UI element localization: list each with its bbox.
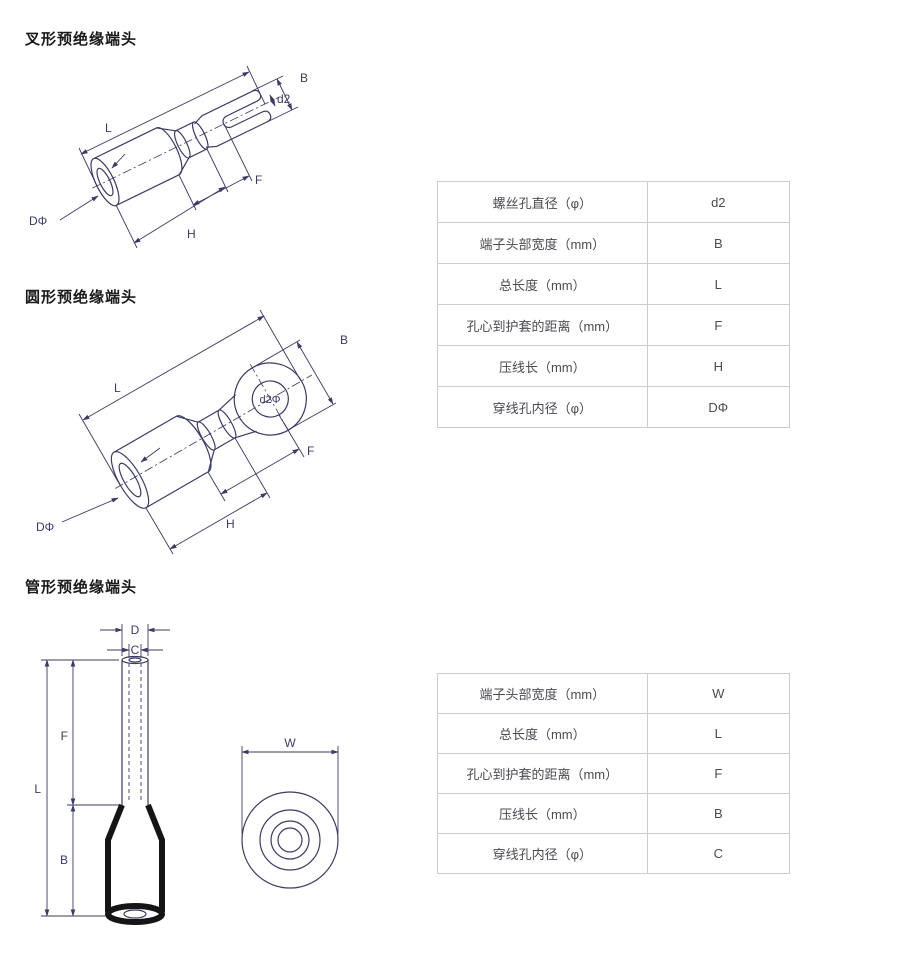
tube-terminal-drawing: D C L F B (34, 623, 339, 925)
ring-terminal-drawing: d2Φ L B F H (36, 309, 348, 555)
fork-label-B: B (300, 71, 308, 85)
fork-dimension-H: H (115, 148, 229, 249)
spec-label-cell: 孔心到护套的距离（mm） (437, 304, 648, 346)
tube-label-C: C (131, 643, 140, 657)
ring-dimension-H: H (145, 437, 271, 555)
tube-label-L: L (34, 782, 41, 796)
ring-label-d2phi: d2Φ (259, 394, 280, 406)
ring-terminal-body (110, 362, 313, 509)
fork-dimension-d2: d2 (269, 92, 291, 107)
spec-label-cell: 压线长（mm） (437, 345, 648, 387)
fork-label-L: L (105, 121, 112, 135)
tube-side-view-insulation (105, 803, 165, 925)
fork-terminal-body (90, 89, 280, 207)
ring-label-F: F (307, 444, 314, 458)
tube-label-D: D (131, 623, 140, 637)
ring-label-Dphi: DΦ (36, 520, 54, 534)
fork-label-Dphi: DΦ (29, 214, 47, 228)
spec-label-cell: 总长度（mm） (437, 713, 648, 754)
ring-dimension-Dphi: DΦ (36, 447, 161, 534)
tube-side-view-metal (121, 655, 149, 805)
tube-dimension-F: F (61, 659, 119, 806)
fork-label-F: F (255, 173, 262, 187)
section-title-fork: 叉形预绝缘端头 (25, 31, 138, 48)
spec-value-cell: L (646, 263, 791, 305)
spec-value-cell: L (646, 713, 791, 754)
fork-label-H: H (187, 227, 196, 241)
fork-dimension-Dphi: DΦ (29, 153, 126, 228)
fork-terminal-drawing: L B d2 F H (29, 65, 308, 249)
spec-value-cell: B (646, 793, 791, 834)
fork-dimension-L: L (78, 65, 266, 187)
ring-label-H: H (226, 517, 235, 531)
spec-label-cell: 穿线孔内径（φ） (437, 386, 648, 428)
tube-dimension-W: W (241, 736, 339, 834)
table-row: 端子头部宽度（mm） B (437, 222, 791, 264)
table-row: 穿线孔内径（φ） C (437, 833, 791, 874)
table-row: 穿线孔内径（φ） DΦ (437, 386, 791, 428)
table-row: 螺丝孔直径（φ） d2 (437, 181, 791, 223)
tube-dimension-C: C (107, 643, 163, 658)
section-title-ring: 圆形预绝缘端头 (25, 289, 138, 306)
tube-dimension-B: B (60, 804, 76, 917)
spec-label-cell: 端子头部宽度（mm） (437, 222, 648, 264)
ring-dimension-L: L (78, 309, 302, 486)
spec-value-cell: DΦ (646, 386, 791, 428)
tube-end-view (241, 791, 339, 889)
spec-value-cell: F (646, 753, 791, 794)
table-row: 压线长（mm） B (437, 793, 791, 834)
table-row: 孔心到护套的距离（mm） F (437, 753, 791, 794)
spec-label-cell: 端子头部宽度（mm） (437, 673, 648, 714)
fork-label-d2: d2 (277, 92, 291, 106)
spec-label-cell: 总长度（mm） (437, 263, 648, 305)
table-row: 总长度（mm） L (437, 263, 791, 305)
tube-label-W: W (284, 736, 296, 750)
section-title-tube: 管形预绝缘端头 (25, 579, 138, 596)
spec-value-cell: B (646, 222, 791, 264)
ring-label-L: L (114, 381, 121, 395)
spec-value-cell: W (646, 673, 791, 714)
table-row: 总长度（mm） L (437, 713, 791, 754)
spec-value-cell: d2 (646, 181, 791, 223)
fork-dimension-F: F (178, 123, 262, 211)
table-row: 端子头部宽度（mm） W (437, 673, 791, 714)
spec-label-cell: 孔心到护套的距离（mm） (437, 753, 648, 794)
spec-label-cell: 螺丝孔直径（φ） (437, 181, 648, 223)
tube-label-B: B (60, 853, 68, 867)
spec-label-cell: 压线长（mm） (437, 793, 648, 834)
spec-value-cell: H (646, 345, 791, 387)
spec-value-cell: C (646, 833, 791, 874)
tube-dimension-D: D (100, 623, 170, 656)
ring-dimension-B: B (251, 333, 348, 431)
table-row: 压线长（mm） H (437, 345, 791, 387)
tube-label-F: F (61, 729, 68, 743)
tube-spec-table: 端子头部宽度（mm） W 总长度（mm） L 孔心到护套的距离（mm） F 压线… (437, 673, 791, 874)
fork-ring-spec-table: 螺丝孔直径（φ） d2 端子头部宽度（mm） B 总长度（mm） L 孔心到护套… (437, 181, 791, 428)
table-row: 孔心到护套的距离（mm） F (437, 304, 791, 346)
spec-label-cell: 穿线孔内径（φ） (437, 833, 648, 874)
ring-dimension-d2phi: d2Φ (259, 394, 280, 406)
ring-label-B: B (340, 333, 348, 347)
fork-dimension-B: B (251, 71, 308, 123)
spec-value-cell: F (646, 304, 791, 346)
